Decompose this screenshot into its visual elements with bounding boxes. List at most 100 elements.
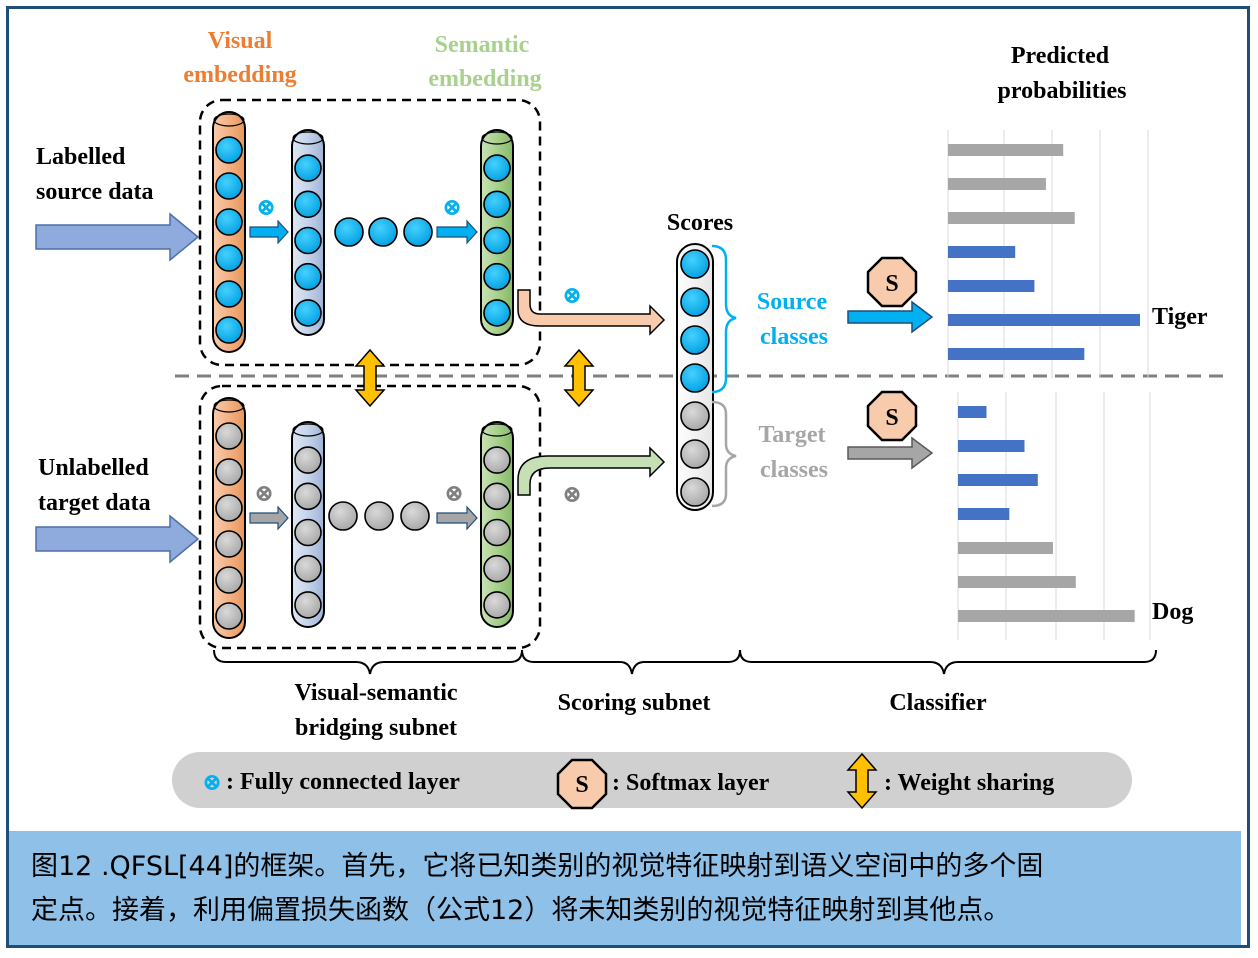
- node: [215, 136, 243, 164]
- node: [215, 494, 243, 522]
- node: [483, 482, 511, 511]
- node: [215, 530, 243, 558]
- softmax-source-icon: S: [866, 256, 918, 308]
- node: [294, 554, 322, 583]
- score-nodes: [680, 249, 710, 507]
- score-node: [680, 401, 710, 431]
- node: [294, 262, 322, 291]
- probability-bar: [958, 440, 1025, 452]
- node: [483, 591, 511, 619]
- legend-bar: [172, 752, 1132, 808]
- semantic-embedding-label: Semantic: [435, 32, 530, 58]
- node: [483, 154, 511, 182]
- node: [483, 262, 511, 291]
- legend-weight-sharing-text: : Weight sharing: [884, 770, 1054, 796]
- target-network-box: [198, 384, 542, 650]
- target-to-scores-arrow: [517, 446, 666, 496]
- target-hidden-layer-top: [292, 423, 324, 437]
- scoring-subnet-label: Scoring subnet: [558, 690, 711, 716]
- ellipsis-node: [368, 217, 398, 247]
- source-fc-arrow-2: [436, 219, 478, 245]
- qfsl-diagram: Visual embedding Semantic embedding Labe…: [35, 28, 1228, 810]
- fc-symbol-target-scores: ⊗: [562, 482, 582, 508]
- node: [215, 208, 243, 236]
- classifier-brace: [739, 649, 1157, 675]
- score-node: [680, 249, 710, 279]
- bridging-subnet-label-2: bridging subnet: [295, 715, 457, 741]
- node: [215, 458, 243, 486]
- classifier-label: Classifier: [889, 690, 987, 716]
- node: [294, 446, 322, 474]
- target-softmax-arrow: [847, 436, 934, 470]
- scoring-subnet-brace: [521, 649, 741, 675]
- fc-symbol: ⊗: [444, 481, 464, 507]
- node: [483, 299, 511, 327]
- target-input-arrow: [35, 514, 200, 564]
- weight-sharing-arrow-1: [354, 348, 386, 408]
- legend-weight-sharing-icon: [846, 752, 878, 810]
- target-classes-label: Target: [758, 422, 825, 448]
- score-node: [680, 477, 710, 507]
- node: [483, 554, 511, 583]
- legend-softmax-text: : Softmax layer: [612, 770, 770, 796]
- network-layers: ⊗⊗⊗⊗: [212, 111, 514, 639]
- dog-label: Dog: [1152, 599, 1193, 625]
- fc-symbol-source-scores: ⊗: [562, 283, 582, 309]
- visual-embedding-label-2: embedding: [183, 62, 296, 88]
- probability-bar: [958, 406, 987, 418]
- probability-bar: [948, 144, 1064, 156]
- ellipsis-node: [400, 501, 430, 531]
- caption-line-1: 图12 .QFSL[44]的框架。首先，它将已知类别的视觉特征映射到语义空间中的…: [31, 851, 1044, 882]
- predicted-probabilities-label: Predicted: [1011, 43, 1110, 69]
- target-fc-arrow-1: [249, 505, 289, 531]
- source-visual-layer-top: [213, 113, 245, 127]
- source-probability-chart: [947, 130, 1149, 378]
- legend-fc-text: : Fully connected layer: [226, 769, 460, 795]
- ellipsis-node: [328, 501, 358, 531]
- probability-bar: [958, 508, 1010, 520]
- probability-bar: [948, 314, 1140, 326]
- probability-bar: [958, 576, 1076, 588]
- ellipsis-node: [403, 217, 433, 247]
- node: [483, 190, 511, 219]
- svg-text:S: S: [885, 271, 898, 297]
- source-semantic-layer-top: [481, 131, 513, 145]
- node: [215, 316, 243, 344]
- node: [294, 299, 322, 327]
- probability-bar: [948, 178, 1046, 190]
- node: [294, 482, 322, 511]
- node: [294, 591, 322, 619]
- source-to-scores-arrow: [517, 289, 666, 336]
- probability-bar: [948, 280, 1035, 292]
- source-classes-label-2: classes: [760, 324, 828, 350]
- probability-bar: [948, 212, 1075, 224]
- source-softmax-arrow: [847, 300, 934, 334]
- node: [483, 518, 511, 547]
- target-semantic-layer-top: [481, 423, 513, 437]
- bridging-subnet-label: Visual-semantic: [294, 680, 457, 706]
- target-visual-layer-top: [213, 399, 245, 413]
- svg-text:S: S: [885, 405, 898, 431]
- score-node: [680, 325, 710, 355]
- node: [215, 172, 243, 200]
- predicted-probabilities-label-2: probabilities: [998, 78, 1127, 104]
- svg-text:S: S: [575, 772, 588, 798]
- softmax-target-icon: S: [866, 390, 918, 442]
- source-fc-arrow-1: [249, 219, 289, 245]
- probability-bar: [958, 474, 1038, 486]
- node: [294, 190, 322, 219]
- source-classes-brace: [711, 244, 737, 394]
- node: [294, 518, 322, 547]
- node: [215, 244, 243, 272]
- node: [483, 226, 511, 255]
- ellipsis-node: [364, 501, 394, 531]
- visual-embedding-label: Visual: [208, 28, 273, 54]
- semantic-embedding-label-2: embedding: [428, 66, 541, 92]
- fc-symbol: ⊗: [254, 481, 274, 507]
- unlabelled-target-label: Unlabelled: [38, 455, 149, 481]
- score-node: [680, 363, 710, 393]
- source-hidden-layer-top: [292, 131, 324, 145]
- weight-sharing-arrow-2: [563, 348, 595, 408]
- score-node: [680, 287, 710, 317]
- node: [483, 446, 511, 474]
